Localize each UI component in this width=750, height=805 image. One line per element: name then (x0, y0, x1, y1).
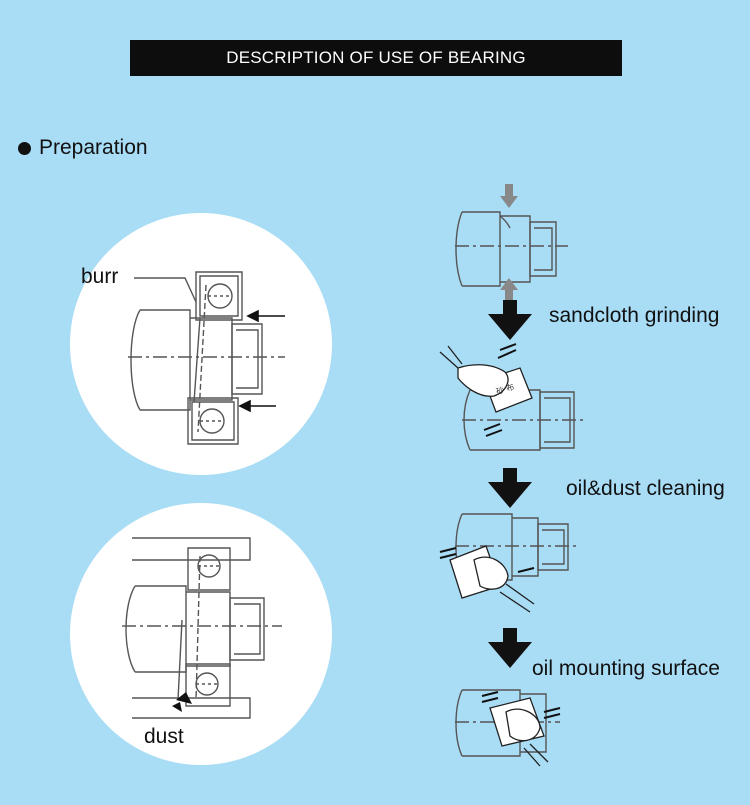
dust-diagram-circle (70, 503, 332, 765)
flow-arrow-1 (488, 300, 532, 340)
page-title-text: DESCRIPTION OF USE OF BEARING (226, 48, 526, 67)
dust-label: dust (144, 725, 184, 748)
step-label-oil-mounting-surface: oil mounting surface (532, 657, 720, 680)
section-heading: Preparation (18, 136, 148, 160)
flow-arrow-2 (488, 468, 532, 508)
burr-diagram-circle (70, 213, 332, 475)
page-title: DESCRIPTION OF USE OF BEARING (130, 40, 622, 76)
step-label-oil-dust-cleaning: oil&dust cleaning (566, 477, 725, 500)
flow-arrow-3 (488, 628, 532, 668)
step-label-sandcloth-grinding: sandcloth grinding (549, 304, 720, 327)
burr-label: burr (81, 265, 119, 288)
section-heading-text: Preparation (39, 136, 148, 159)
bullet-icon (18, 141, 31, 155)
